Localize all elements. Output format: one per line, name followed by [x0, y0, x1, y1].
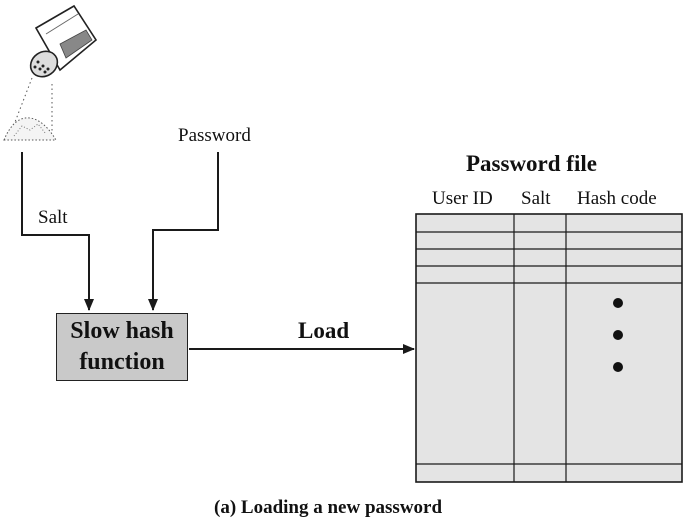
- column-header-hash-code: Hash code: [577, 188, 657, 209]
- hash-function-line2: function: [79, 349, 165, 375]
- ellipsis-dots: [613, 298, 623, 372]
- password-label: Password: [178, 125, 251, 146]
- load-label: Load: [298, 318, 350, 343]
- password-file-table: [415, 213, 683, 483]
- figure-caption: (a) Loading a new password: [214, 497, 443, 518]
- salt-label: Salt: [38, 207, 68, 228]
- column-header-salt: Salt: [521, 188, 551, 209]
- password-connector: [148, 152, 219, 311]
- hash-function-line1: Slow hash: [70, 318, 174, 344]
- salt-shaker-icon: [3, 4, 98, 141]
- salt-connector: [21, 152, 94, 311]
- password-file-title: Password file: [466, 151, 597, 176]
- column-header-user-id: User ID: [432, 188, 493, 209]
- slow-hash-function-box: Slow hash function: [56, 313, 188, 381]
